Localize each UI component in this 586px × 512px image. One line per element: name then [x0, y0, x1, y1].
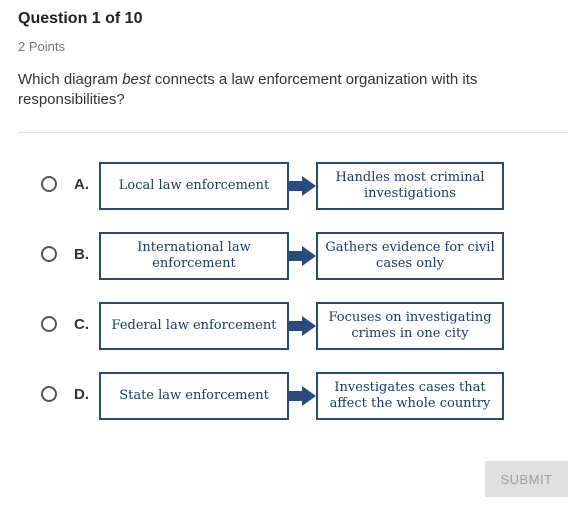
diagram-responsibility-box: Handles most criminal investigations	[316, 162, 504, 210]
question-title: Question 1 of 10	[18, 10, 143, 27]
arrow-right-icon	[288, 316, 316, 336]
question-points: 2 Points	[18, 39, 65, 54]
diagram-organization-box: State law enforcement	[99, 372, 289, 420]
answer-option-b[interactable]: B. International law enforcement Gathers…	[0, 232, 586, 280]
radio-button-b[interactable]	[41, 246, 57, 262]
radio-button-d[interactable]	[41, 386, 57, 402]
diagram-organization-box: International law enforcement	[99, 232, 289, 280]
diagram-responsibility-box: Gathers evidence for civil cases only	[316, 232, 504, 280]
prompt-emphasis: best	[122, 71, 151, 88]
diagram-organization-box: Local law enforcement	[99, 162, 289, 210]
arrow-right-icon	[288, 246, 316, 266]
arrow-right-icon	[288, 176, 316, 196]
radio-button-c[interactable]	[41, 316, 57, 332]
answer-option-d[interactable]: D. State law enforcement Investigates ca…	[0, 372, 586, 420]
divider	[18, 132, 568, 133]
radio-button-a[interactable]	[41, 176, 57, 192]
diagram-responsibility-box: Investigates cases that affect the whole…	[316, 372, 504, 420]
option-letter: D.	[74, 386, 89, 403]
submit-button[interactable]: SUBMIT	[485, 461, 568, 497]
option-letter: A.	[74, 176, 89, 193]
prompt-text-after: connects a law enforcement organization …	[18, 71, 478, 108]
question-prompt: Which diagram best connects a law enforc…	[18, 70, 558, 110]
diagram-organization-box: Federal law enforcement	[99, 302, 289, 350]
answer-option-c[interactable]: C. Federal law enforcement Focuses on in…	[0, 302, 586, 350]
option-letter: C.	[74, 316, 89, 333]
question-header: Question 1 of 10	[18, 10, 142, 28]
diagram-responsibility-box: Focuses on investigating crimes in one c…	[316, 302, 504, 350]
prompt-text-before: Which diagram	[18, 71, 123, 88]
arrow-right-icon	[288, 386, 316, 406]
option-letter: B.	[74, 246, 89, 263]
answer-option-a[interactable]: A. Local law enforcement Handles most cr…	[0, 162, 586, 210]
